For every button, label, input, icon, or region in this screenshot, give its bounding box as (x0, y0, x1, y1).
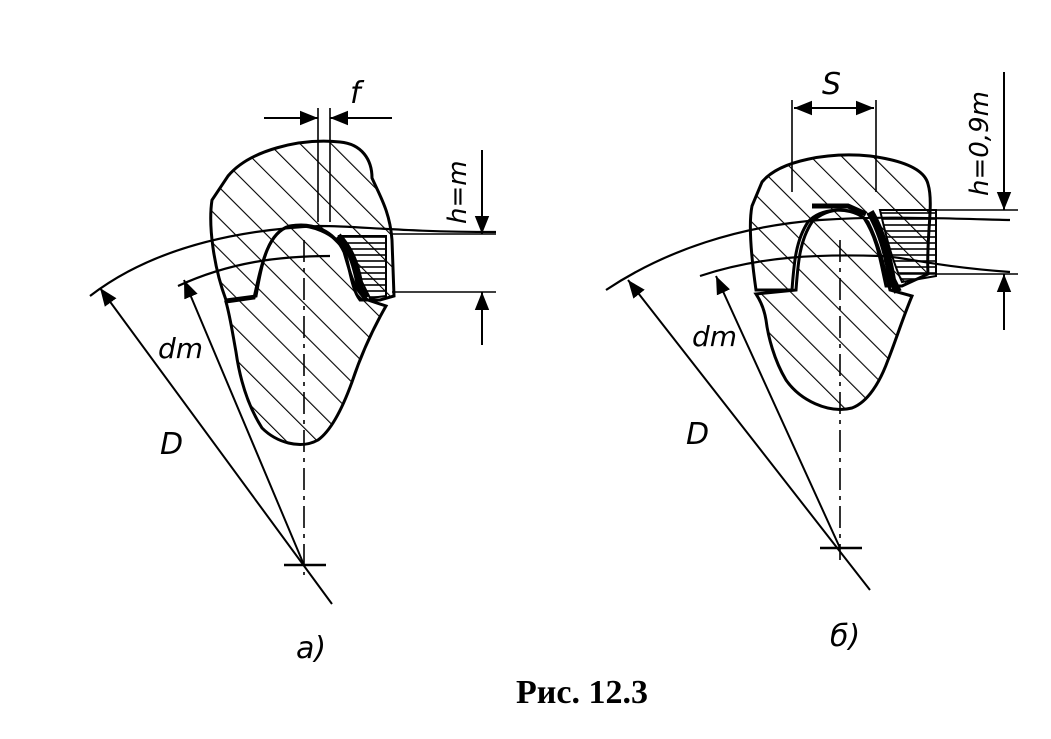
panel-a: f h=m dm D а) (89, 76, 497, 666)
lower-tooth-a (224, 223, 389, 446)
arc-dm-a (177, 254, 331, 287)
tooth-top-b (812, 203, 868, 217)
label-D-a: D (160, 427, 183, 462)
radius-D-a (99, 287, 333, 605)
arc-D-b (605, 216, 1011, 291)
label-dm-a: dm (158, 332, 203, 365)
contact-edge-a (335, 233, 370, 300)
fine-band-b (878, 209, 937, 284)
dim-h-label-b: h=0,9m (965, 91, 995, 196)
dim-f-label: f (350, 76, 365, 111)
dim-h-label-a: h=m (443, 160, 473, 224)
lower-tooth-b (753, 208, 915, 411)
label-dm-b: dm (692, 320, 737, 353)
arc-dm-b (699, 254, 1011, 278)
dim-s-label: S (822, 67, 841, 102)
label-D-b: D (686, 417, 709, 452)
arc-D-a (89, 224, 497, 297)
radius-dm-b (715, 275, 841, 549)
radius-D-b (627, 279, 871, 591)
sublabel-b: б) (830, 619, 860, 654)
panel-b: S h=0,9m dm D б) (605, 67, 1018, 654)
figure-caption: Рис. 12.3 (516, 674, 648, 711)
sublabel-a: а) (296, 631, 326, 666)
radius-dm-a (183, 279, 305, 566)
